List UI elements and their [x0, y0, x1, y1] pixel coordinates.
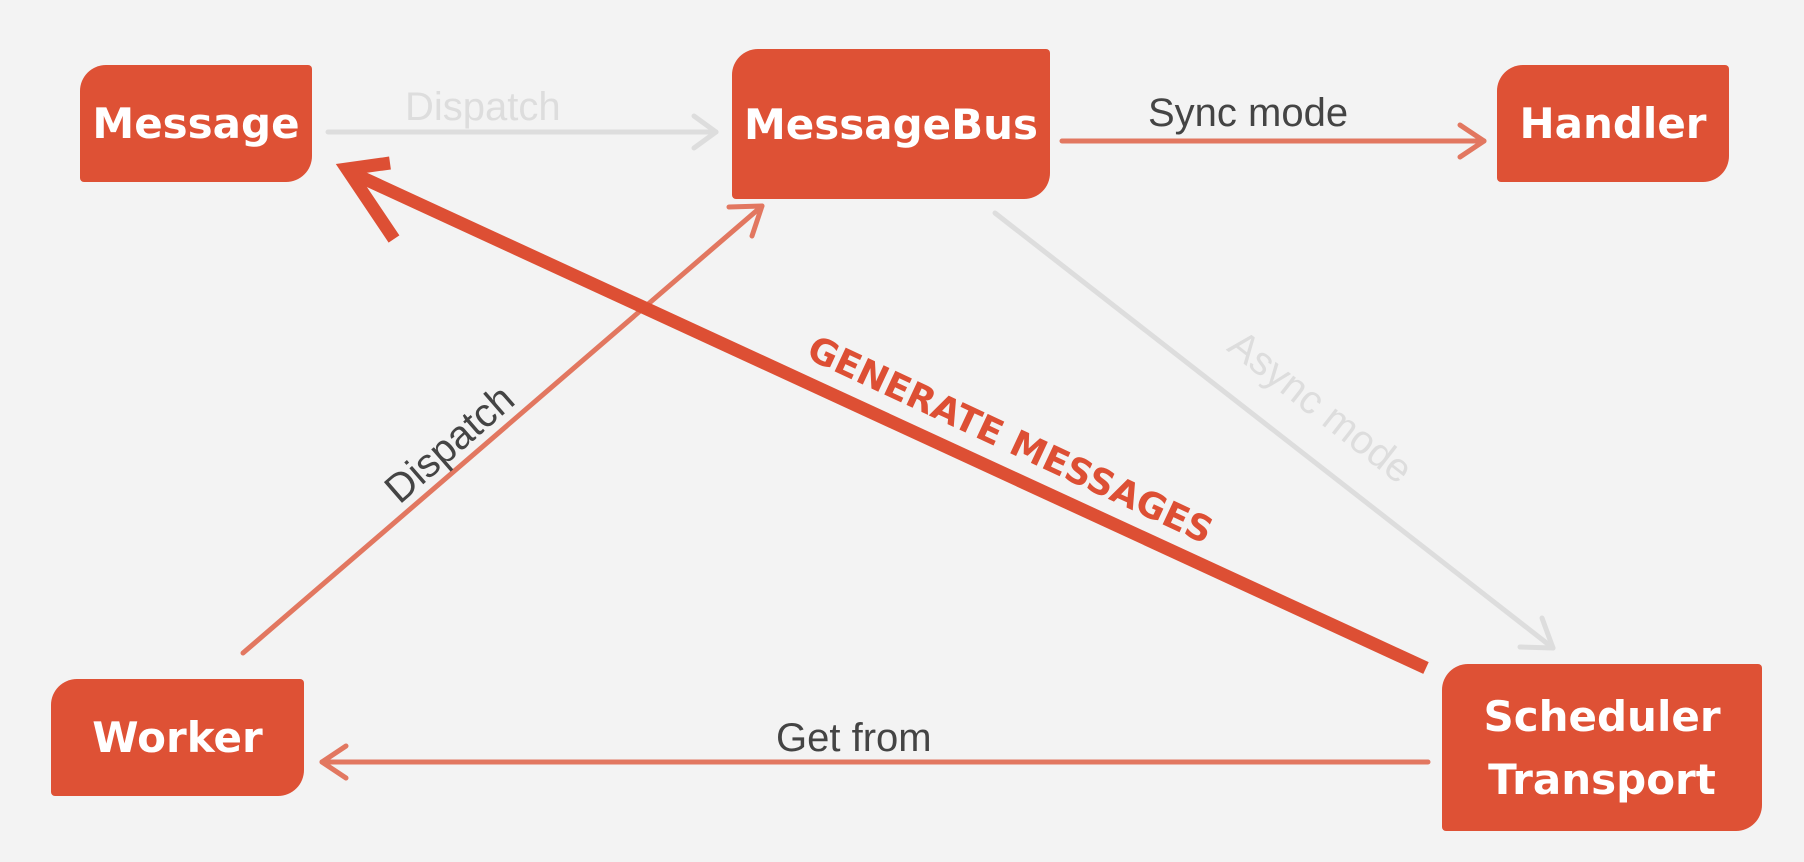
node-message: Message — [80, 65, 312, 182]
node-worker: Worker — [51, 679, 304, 796]
edge-label-dispatch-faded: Dispatch — [405, 85, 561, 129]
arrow-dispatch-message-to-bus — [325, 113, 719, 151]
edge-label-sync-mode: Sync mode — [1148, 91, 1349, 135]
node-messagebus: MessageBus — [732, 49, 1050, 199]
edge-label-get-from: Get from — [776, 716, 932, 760]
arrow-dispatch-worker-to-bus — [240, 203, 765, 656]
arrow-async-mode — [992, 210, 1556, 651]
node-scheduler-transport: Scheduler Transport — [1442, 664, 1762, 831]
node-handler: Handler — [1497, 65, 1729, 182]
arrow-get-from — [319, 743, 1431, 781]
arrow-sync-mode — [1059, 122, 1487, 160]
arrow-generate-messages — [335, 156, 1429, 674]
